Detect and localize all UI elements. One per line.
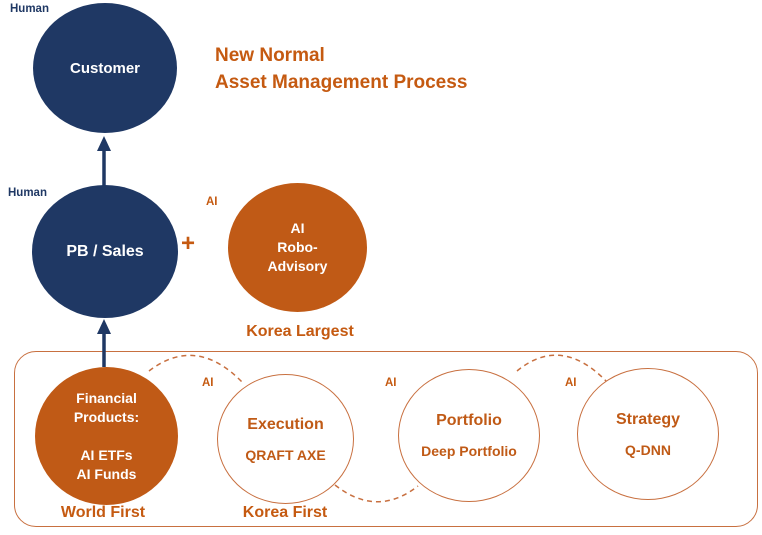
robo-line: Advisory	[267, 258, 328, 274]
robo-line: Robo-	[277, 239, 318, 255]
node-robo-advisory: AI Robo- Advisory	[228, 183, 367, 312]
financial-products-line: Products:	[73, 408, 140, 425]
title-line-1: New Normal	[215, 45, 325, 66]
execution-title: Execution	[247, 415, 324, 433]
products-box	[14, 351, 758, 527]
ai-label-robo: AI	[206, 196, 218, 208]
human-label-customer: Human	[10, 3, 49, 15]
financial-products-line: AI Funds	[76, 465, 137, 482]
execution-subtitle: QRAFT AXE	[245, 446, 326, 463]
portfolio-subtitle: Deep Portfolio	[421, 443, 517, 459]
financial-products-line: AI ETFs	[80, 446, 133, 463]
node-strategy: Strategy Q-DNN	[577, 368, 719, 500]
node-customer: Customer	[33, 3, 177, 133]
strategy-title: Strategy	[615, 410, 681, 428]
node-portfolio: Portfolio Deep Portfolio	[398, 369, 540, 502]
ai-label-portfolio: AI	[385, 377, 397, 389]
node-execution: Execution QRAFT AXE	[217, 374, 354, 504]
pb-sales-label: PB / Sales	[66, 242, 144, 260]
robo-line: AI	[290, 220, 305, 236]
financial-products-line: Financial	[76, 389, 137, 406]
korea-first-caption: Korea First	[242, 504, 328, 521]
node-pb-sales: PB / Sales	[32, 185, 178, 318]
plus-sign: +	[181, 230, 196, 257]
human-label-pb-sales: Human	[8, 187, 47, 199]
world-first-caption: World First	[60, 504, 146, 521]
customer-label: Customer	[69, 59, 140, 77]
page-title: New Normal Asset Management Process	[215, 42, 467, 96]
arrow-up-pb-to-customer-icon	[97, 136, 111, 187]
ai-label-strategy: AI	[565, 377, 577, 389]
title-line-2: Asset Management Process	[215, 72, 468, 93]
portfolio-title: Portfolio	[436, 412, 502, 429]
korea-largest-caption: Korea Largest	[246, 323, 354, 340]
strategy-subtitle: Q-DNN	[625, 441, 671, 458]
ai-label-execution: AI	[202, 377, 214, 389]
node-financial-products: Financial Products: AI ETFs AI Funds	[35, 367, 178, 505]
